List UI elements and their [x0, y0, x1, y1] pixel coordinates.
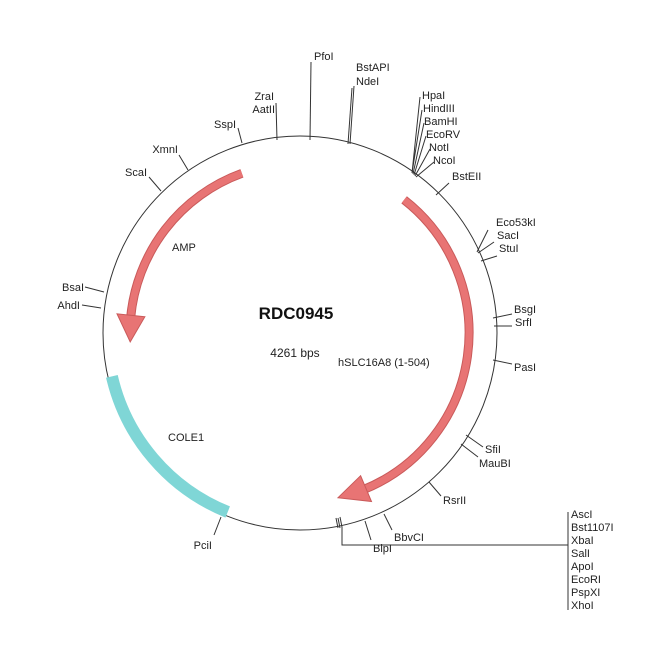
- site-pcii[interactable]: PciI: [194, 540, 212, 552]
- site-bamhi[interactable]: BamHI: [424, 116, 458, 128]
- site-bsteii[interactable]: BstEII: [452, 171, 481, 183]
- hslc16a8-label: hSLC16A8 (1-504): [338, 357, 430, 369]
- site-ticks: [81, 61, 569, 610]
- plasmid-backbone: [102, 135, 498, 531]
- site-sspi[interactable]: SspI: [214, 119, 236, 131]
- site-noti[interactable]: NotI: [429, 142, 449, 154]
- site-ecorv[interactable]: EcoRV: [426, 129, 461, 141]
- site-xbai[interactable]: XbaI: [571, 535, 594, 547]
- site-stui[interactable]: StuI: [499, 243, 519, 255]
- site-xhoi[interactable]: XhoI: [571, 600, 594, 612]
- site-scai[interactable]: ScaI: [125, 167, 147, 179]
- site-aatii[interactable]: AatII: [252, 104, 275, 116]
- site-bbvci[interactable]: BbvCI: [394, 532, 424, 544]
- site-srfi[interactable]: SrfI: [515, 317, 532, 329]
- site-zrai[interactable]: ZraI: [254, 91, 274, 103]
- site-ndei[interactable]: NdeI: [356, 76, 379, 88]
- site-maubi[interactable]: MauBI: [479, 458, 511, 470]
- hslc16a8-feature[interactable]: [336, 196, 474, 503]
- site-ecori[interactable]: EcoRI: [571, 574, 601, 586]
- site-saci[interactable]: SacI: [497, 230, 519, 242]
- site-asci[interactable]: AscI: [571, 509, 592, 521]
- plasmid-name: RDC0945: [259, 304, 334, 323]
- site-rsrii[interactable]: RsrII: [443, 495, 466, 507]
- amp-feature[interactable]: [116, 169, 244, 343]
- site-bstapi[interactable]: BstAPI: [356, 62, 390, 74]
- cole1-feature[interactable]: [106, 375, 230, 518]
- site-ncoi[interactable]: NcoI: [433, 155, 456, 167]
- amp-label: AMP: [172, 242, 196, 254]
- site-pfoi[interactable]: PfoI: [314, 51, 334, 63]
- site-apoi[interactable]: ApoI: [571, 561, 594, 573]
- site-sfii[interactable]: SfiI: [485, 444, 501, 456]
- site-bsai[interactable]: BsaI: [62, 282, 84, 294]
- site-pasi[interactable]: PasI: [514, 362, 536, 374]
- site-sali[interactable]: SalI: [571, 548, 590, 560]
- site-hpai[interactable]: HpaI: [422, 90, 445, 102]
- site-xmni[interactable]: XmnI: [152, 144, 178, 156]
- site-eco53ki[interactable]: Eco53kI: [496, 217, 536, 229]
- site-pspxi[interactable]: PspXI: [571, 587, 600, 599]
- site-bsgi[interactable]: BsgI: [514, 304, 536, 316]
- site-hindiii[interactable]: HindIII: [423, 103, 455, 115]
- site-bst1107i[interactable]: Bst1107I: [571, 522, 614, 534]
- plasmid-size: 4261 bps: [270, 346, 319, 360]
- site-ahdi[interactable]: AhdI: [57, 300, 80, 312]
- site-blpi[interactable]: BlpI: [373, 543, 392, 555]
- cole1-label: COLE1: [168, 432, 204, 444]
